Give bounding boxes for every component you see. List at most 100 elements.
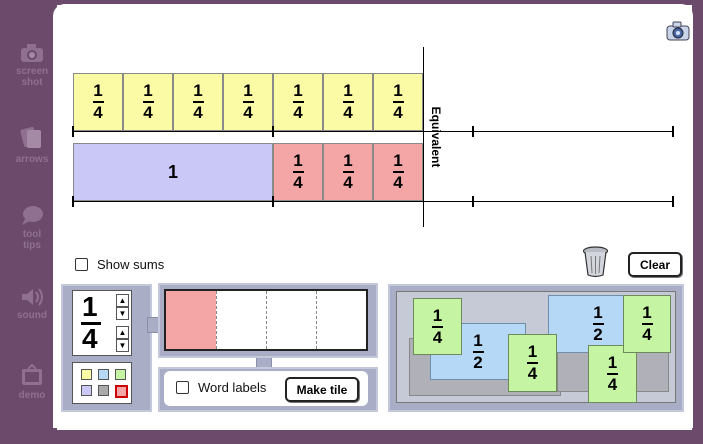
fraction-numerator: 1 [343,81,353,100]
clear-button[interactable]: Clear [628,252,682,277]
preview-segment [316,291,366,349]
camera-icon [21,44,43,62]
color-swatch[interactable] [98,369,109,380]
fraction-bar [342,171,354,173]
denominator-value: 4 [82,323,98,354]
fraction-bar [92,101,104,103]
whole-tile[interactable]: 1 [73,143,273,201]
fraction-bar [342,101,354,103]
sound-label: sound [17,310,47,321]
camera-icon[interactable] [666,21,690,41]
fraction-numerator: 1 [343,151,353,170]
color-palette [72,362,132,404]
fraction-numerator: 1 [243,81,253,100]
arrows-label: arrows [15,154,49,165]
fraction-denominator: 4 [293,173,303,192]
color-swatch[interactable] [81,369,92,380]
tooltips-label-1: tool [22,229,42,240]
show-sums-checkbox[interactable] [75,258,88,271]
fraction-denominator: 4 [393,173,403,192]
show-sums-label: Show sums [97,257,165,272]
number-line-1 [73,131,674,132]
screenshot-button[interactable]: screen shot [8,42,56,88]
fraction-denominator: 4 [93,103,103,122]
word-labels-label: Word labels [198,380,267,395]
demo-button[interactable]: demo [8,364,56,401]
number-line-2-tick [472,196,474,207]
fraction-denominator: 4 [343,173,353,192]
equivalent-label: Equivalent [429,106,443,168]
color-swatch[interactable] [81,385,92,396]
fraction-bar [81,322,101,325]
tooltips-button[interactable]: tool tips [8,205,56,251]
demo-icon [22,364,42,385]
fraction-bar [292,101,304,103]
denominator-up-arrow[interactable]: ▲ [116,326,129,339]
number-line-1-tick [672,126,674,137]
tile-preview[interactable] [164,289,368,351]
speaker-icon [22,288,43,306]
whole-tile-label: 1 [167,161,178,182]
numerator-up-arrow[interactable]: ▲ [116,294,129,307]
fraction-bar [392,101,404,103]
fraction-denominator: 4 [343,103,353,122]
fraction-numerator: 1 [293,81,303,100]
number-line-2-tick [72,196,74,207]
number-line-2-tick [272,196,274,207]
screenshot-label-2: shot [21,77,43,88]
fraction-display: 1 4 ▲ ▼ ▲ ▼ [72,290,132,356]
arrows-button[interactable]: arrows [8,124,56,165]
number-line-1-tick [272,126,274,137]
fraction-numerator: 1 [293,151,303,170]
make-tile-button[interactable]: Make tile [285,377,359,402]
color-swatch[interactable] [115,385,128,398]
fraction-numerator: 1 [393,151,403,170]
fraction-denominator: 4 [143,103,153,122]
denominator-down-arrow[interactable]: ▼ [116,339,129,352]
fraction-numerator: 1 [143,81,153,100]
window-frame-right [692,0,703,444]
fraction-bar [292,171,304,173]
equivalent-marker-line[interactable] [423,47,424,227]
fraction-bar [242,101,254,103]
tooltip-icon [22,206,43,225]
preview-segment [216,291,266,349]
color-swatch[interactable] [98,385,109,396]
screenshot-label-1: screen [15,66,49,77]
number-line-1-tick [472,126,474,137]
window-frame-top [0,0,703,5]
trash-icon[interactable] [582,245,609,278]
word-labels-checkbox[interactable] [176,381,189,394]
color-swatch[interactable] [115,369,126,380]
numerator-value: 1 [82,291,98,322]
fraction-denominator: 4 [193,103,203,122]
preview-segment [266,291,316,349]
number-line-1-tick [72,126,74,137]
fraction-bar [392,171,404,173]
sound-button[interactable]: sound [8,286,56,321]
fraction-denominator: 4 [393,103,403,122]
fraction-numerator: 1 [393,81,403,100]
numerator-down-arrow[interactable]: ▼ [116,307,129,320]
